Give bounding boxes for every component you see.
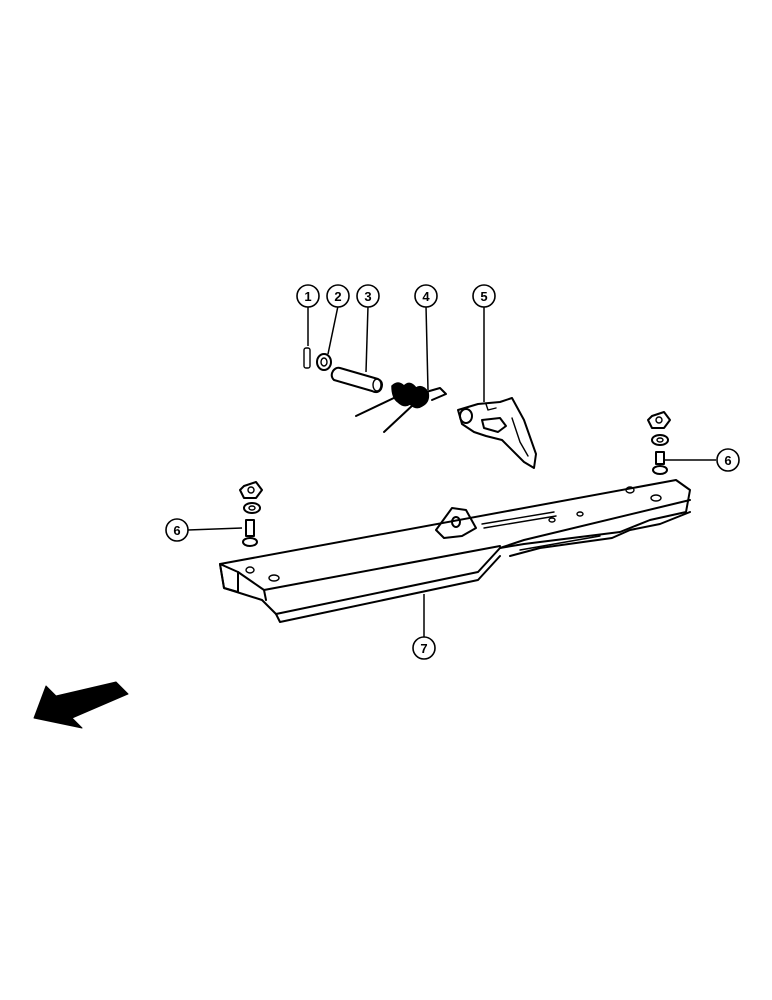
callout-6-right-label: 6 (724, 453, 731, 468)
callout-5-label: 5 (480, 289, 487, 304)
callout-5: 5 (472, 284, 496, 308)
callout-6-left: 6 (165, 518, 189, 542)
callout-1-label: 1 (304, 289, 311, 304)
callout-6-left-label: 6 (173, 523, 180, 538)
part-2-washer (316, 353, 332, 371)
part-7-channel-rail (219, 479, 691, 623)
callout-4: 4 (414, 284, 438, 308)
callout-2: 2 (326, 284, 350, 308)
callout-3: 3 (356, 284, 380, 308)
part-6-right-fasteners (647, 411, 671, 475)
callout-4-label: 4 (422, 289, 430, 304)
callout-6-right: 6 (716, 448, 740, 472)
part-4-spring (355, 382, 447, 433)
front-direction-arrow-icon (33, 681, 129, 729)
part-5-bracket (457, 397, 537, 469)
leader-lines (187, 305, 716, 638)
callout-7: 7 (412, 636, 436, 660)
part-6-left-fasteners (239, 481, 263, 547)
callout-2-label: 2 (334, 289, 341, 304)
callout-7-label: 7 (420, 641, 427, 656)
callout-1: 1 (296, 284, 320, 308)
callout-3-label: 3 (364, 289, 371, 304)
part-3-shaft (330, 366, 383, 394)
part-1-pin (303, 347, 311, 369)
